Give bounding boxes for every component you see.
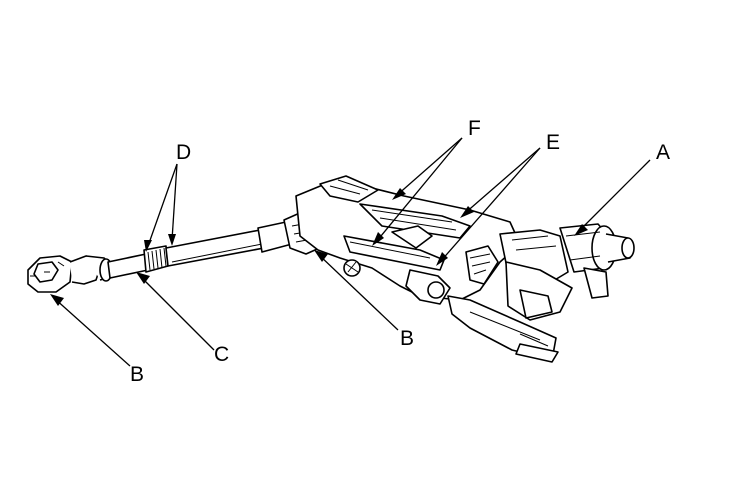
column-housing [295, 175, 521, 305]
upper-column [499, 223, 635, 321]
callout-e: E [546, 131, 561, 154]
intermediate-shaft [107, 229, 265, 279]
lower-universal-joint [27, 255, 113, 293]
callout-d: D [176, 141, 192, 164]
callout-f: F [468, 117, 481, 140]
callout-b-mid: B [400, 327, 415, 350]
tilt-lever-bracket [447, 295, 559, 363]
callout-b-left: B [130, 363, 145, 386]
leader-lines [50, 137, 651, 367]
callout-a: A [656, 141, 671, 164]
callout-c: C [214, 343, 230, 366]
